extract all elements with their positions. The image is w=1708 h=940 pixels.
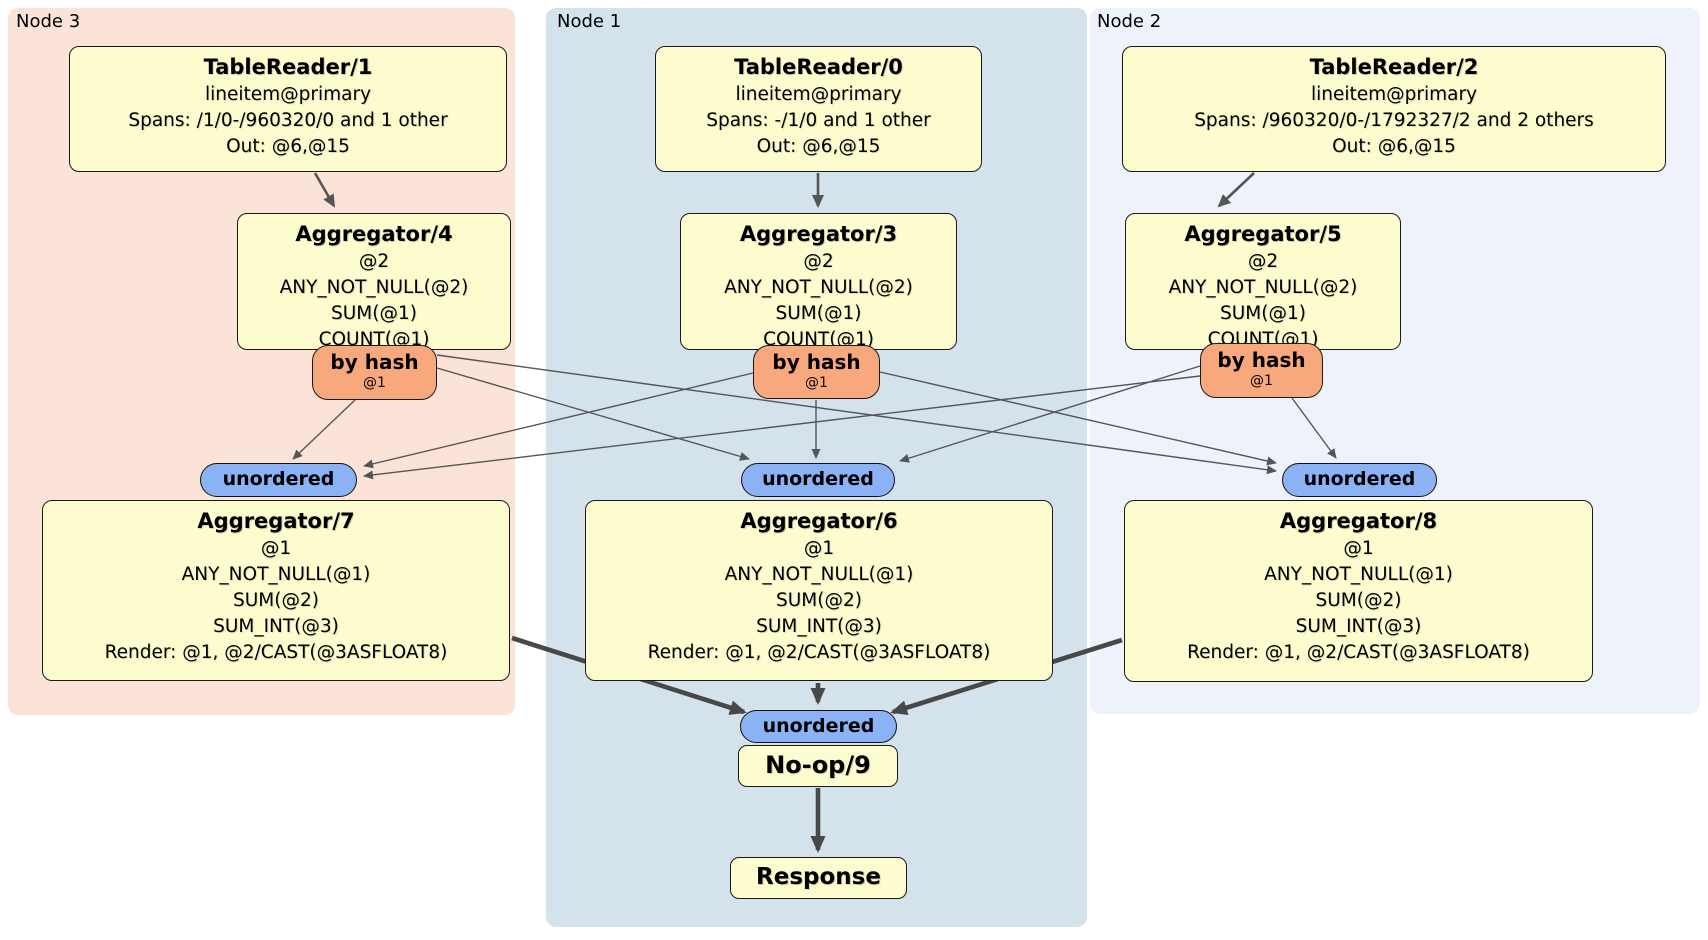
hash-router-node3: by hash @1 — [312, 345, 437, 400]
processor-detail: SUM(@1) — [1220, 303, 1306, 324]
processor-detail: ANY_NOT_NULL(@1) — [1264, 564, 1453, 585]
hash-router-node2: by hash @1 — [1200, 343, 1323, 398]
processor-detail: Out: @6,@15 — [226, 136, 350, 157]
processor-detail: SUM_INT(@3) — [756, 616, 882, 637]
router-label: by hash — [772, 350, 861, 374]
processor-detail: Spans: /1/0-/960320/0 and 1 other — [128, 110, 448, 131]
router-detail: @1 — [1250, 373, 1273, 389]
processor-detail: COUNT(@1) — [318, 329, 430, 350]
response-node: Response — [730, 857, 907, 899]
processor-detail: lineitem@primary — [1310, 84, 1478, 105]
processor-detail: SUM(@1) — [775, 303, 862, 324]
processor-detail: SUM_INT(@3) — [1295, 616, 1422, 637]
hash-router-node1: by hash @1 — [753, 345, 880, 399]
processor-detail: @2 — [803, 251, 834, 272]
router-detail: @1 — [805, 375, 828, 391]
processor-title: TableReader/1 — [203, 55, 373, 79]
processor-detail: @2 — [1247, 251, 1279, 272]
processor-title: Aggregator/3 — [739, 222, 898, 246]
processor-detail: ANY_NOT_NULL(@1) — [181, 564, 371, 585]
processor-detail: @2 — [358, 251, 390, 272]
processor-aggregator-3: Aggregator/3 @2 ANY_NOT_NULL(@2) SUM(@1)… — [680, 213, 957, 350]
sync-unordered-node2: unordered — [1282, 463, 1437, 497]
sync-unordered-node3: unordered — [200, 463, 357, 497]
processor-detail: Spans: -/1/0 and 1 other — [706, 110, 931, 131]
processor-title: TableReader/2 — [1309, 55, 1479, 79]
processor-title: Aggregator/6 — [740, 509, 898, 533]
processor-detail: Spans: /960320/0-/1792327/2 and 2 others — [1194, 110, 1594, 131]
processor-detail: @1 — [260, 538, 292, 559]
processor-tablereader-0: TableReader/0 lineitem@primary Spans: -/… — [655, 46, 982, 172]
processor-detail: Out: @6,@15 — [756, 136, 881, 157]
processor-title: Aggregator/4 — [295, 222, 453, 246]
router-label: by hash — [330, 350, 419, 374]
processor-aggregator-4: Aggregator/4 @2 ANY_NOT_NULL(@2) SUM(@1)… — [237, 213, 511, 350]
processor-title: Aggregator/5 — [1184, 222, 1342, 246]
processor-tablereader-1: TableReader/1 lineitem@primary Spans: /1… — [69, 46, 507, 172]
processor-detail: SUM(@1) — [331, 303, 417, 324]
sync-unordered-node1: unordered — [741, 463, 895, 497]
processor-detail: @1 — [1343, 538, 1374, 559]
processor-detail: ANY_NOT_NULL(@2) — [1168, 277, 1358, 298]
processor-detail: SUM_INT(@3) — [213, 616, 339, 637]
router-detail: @1 — [363, 375, 386, 391]
processor-aggregator-6: Aggregator/6 @1 ANY_NOT_NULL(@1) SUM(@2)… — [585, 500, 1053, 681]
processor-tablereader-2: TableReader/2 lineitem@primary Spans: /9… — [1122, 46, 1666, 172]
node3-region-label: Node 3 — [16, 11, 81, 32]
processor-detail: lineitem@primary — [735, 84, 902, 105]
processor-title: Aggregator/8 — [1279, 509, 1438, 533]
processor-detail: Out: @6,@15 — [1332, 136, 1456, 157]
processor-noop-9: No-op/9 — [738, 745, 898, 787]
processor-detail: Render: @1, @2/CAST(@3ASFLOAT8) — [1187, 642, 1530, 663]
router-to-sync-edges — [292, 354, 1337, 480]
processor-detail: SUM(@2) — [776, 590, 862, 611]
processor-detail: ANY_NOT_NULL(@2) — [279, 277, 469, 298]
processor-title: Aggregator/7 — [197, 509, 355, 533]
processor-aggregator-8: Aggregator/8 @1 ANY_NOT_NULL(@1) SUM(@2)… — [1124, 500, 1593, 682]
processor-detail: lineitem@primary — [204, 84, 372, 105]
sync-unordered-final: unordered — [740, 710, 897, 743]
processor-detail: ANY_NOT_NULL(@1) — [724, 564, 914, 585]
processor-detail: @1 — [803, 538, 835, 559]
tablereader-to-aggregator-edges — [313, 172, 1255, 208]
node2-region-label: Node 2 — [1097, 11, 1162, 32]
processor-detail: SUM(@2) — [1315, 590, 1402, 611]
processor-detail: Render: @1, @2/CAST(@3ASFLOAT8) — [104, 642, 448, 663]
processor-aggregator-5: Aggregator/5 @2 ANY_NOT_NULL(@2) SUM(@1)… — [1125, 213, 1401, 350]
processor-detail: Render: @1, @2/CAST(@3ASFLOAT8) — [647, 642, 991, 663]
processor-detail: COUNT(@1) — [763, 329, 874, 350]
processor-title: TableReader/0 — [734, 55, 903, 79]
node1-region-label: Node 1 — [557, 11, 622, 32]
processor-detail: ANY_NOT_NULL(@2) — [724, 277, 913, 298]
processor-aggregator-7: Aggregator/7 @1 ANY_NOT_NULL(@1) SUM(@2)… — [42, 500, 510, 681]
router-label: by hash — [1217, 348, 1306, 372]
processor-detail: SUM(@2) — [233, 590, 319, 611]
